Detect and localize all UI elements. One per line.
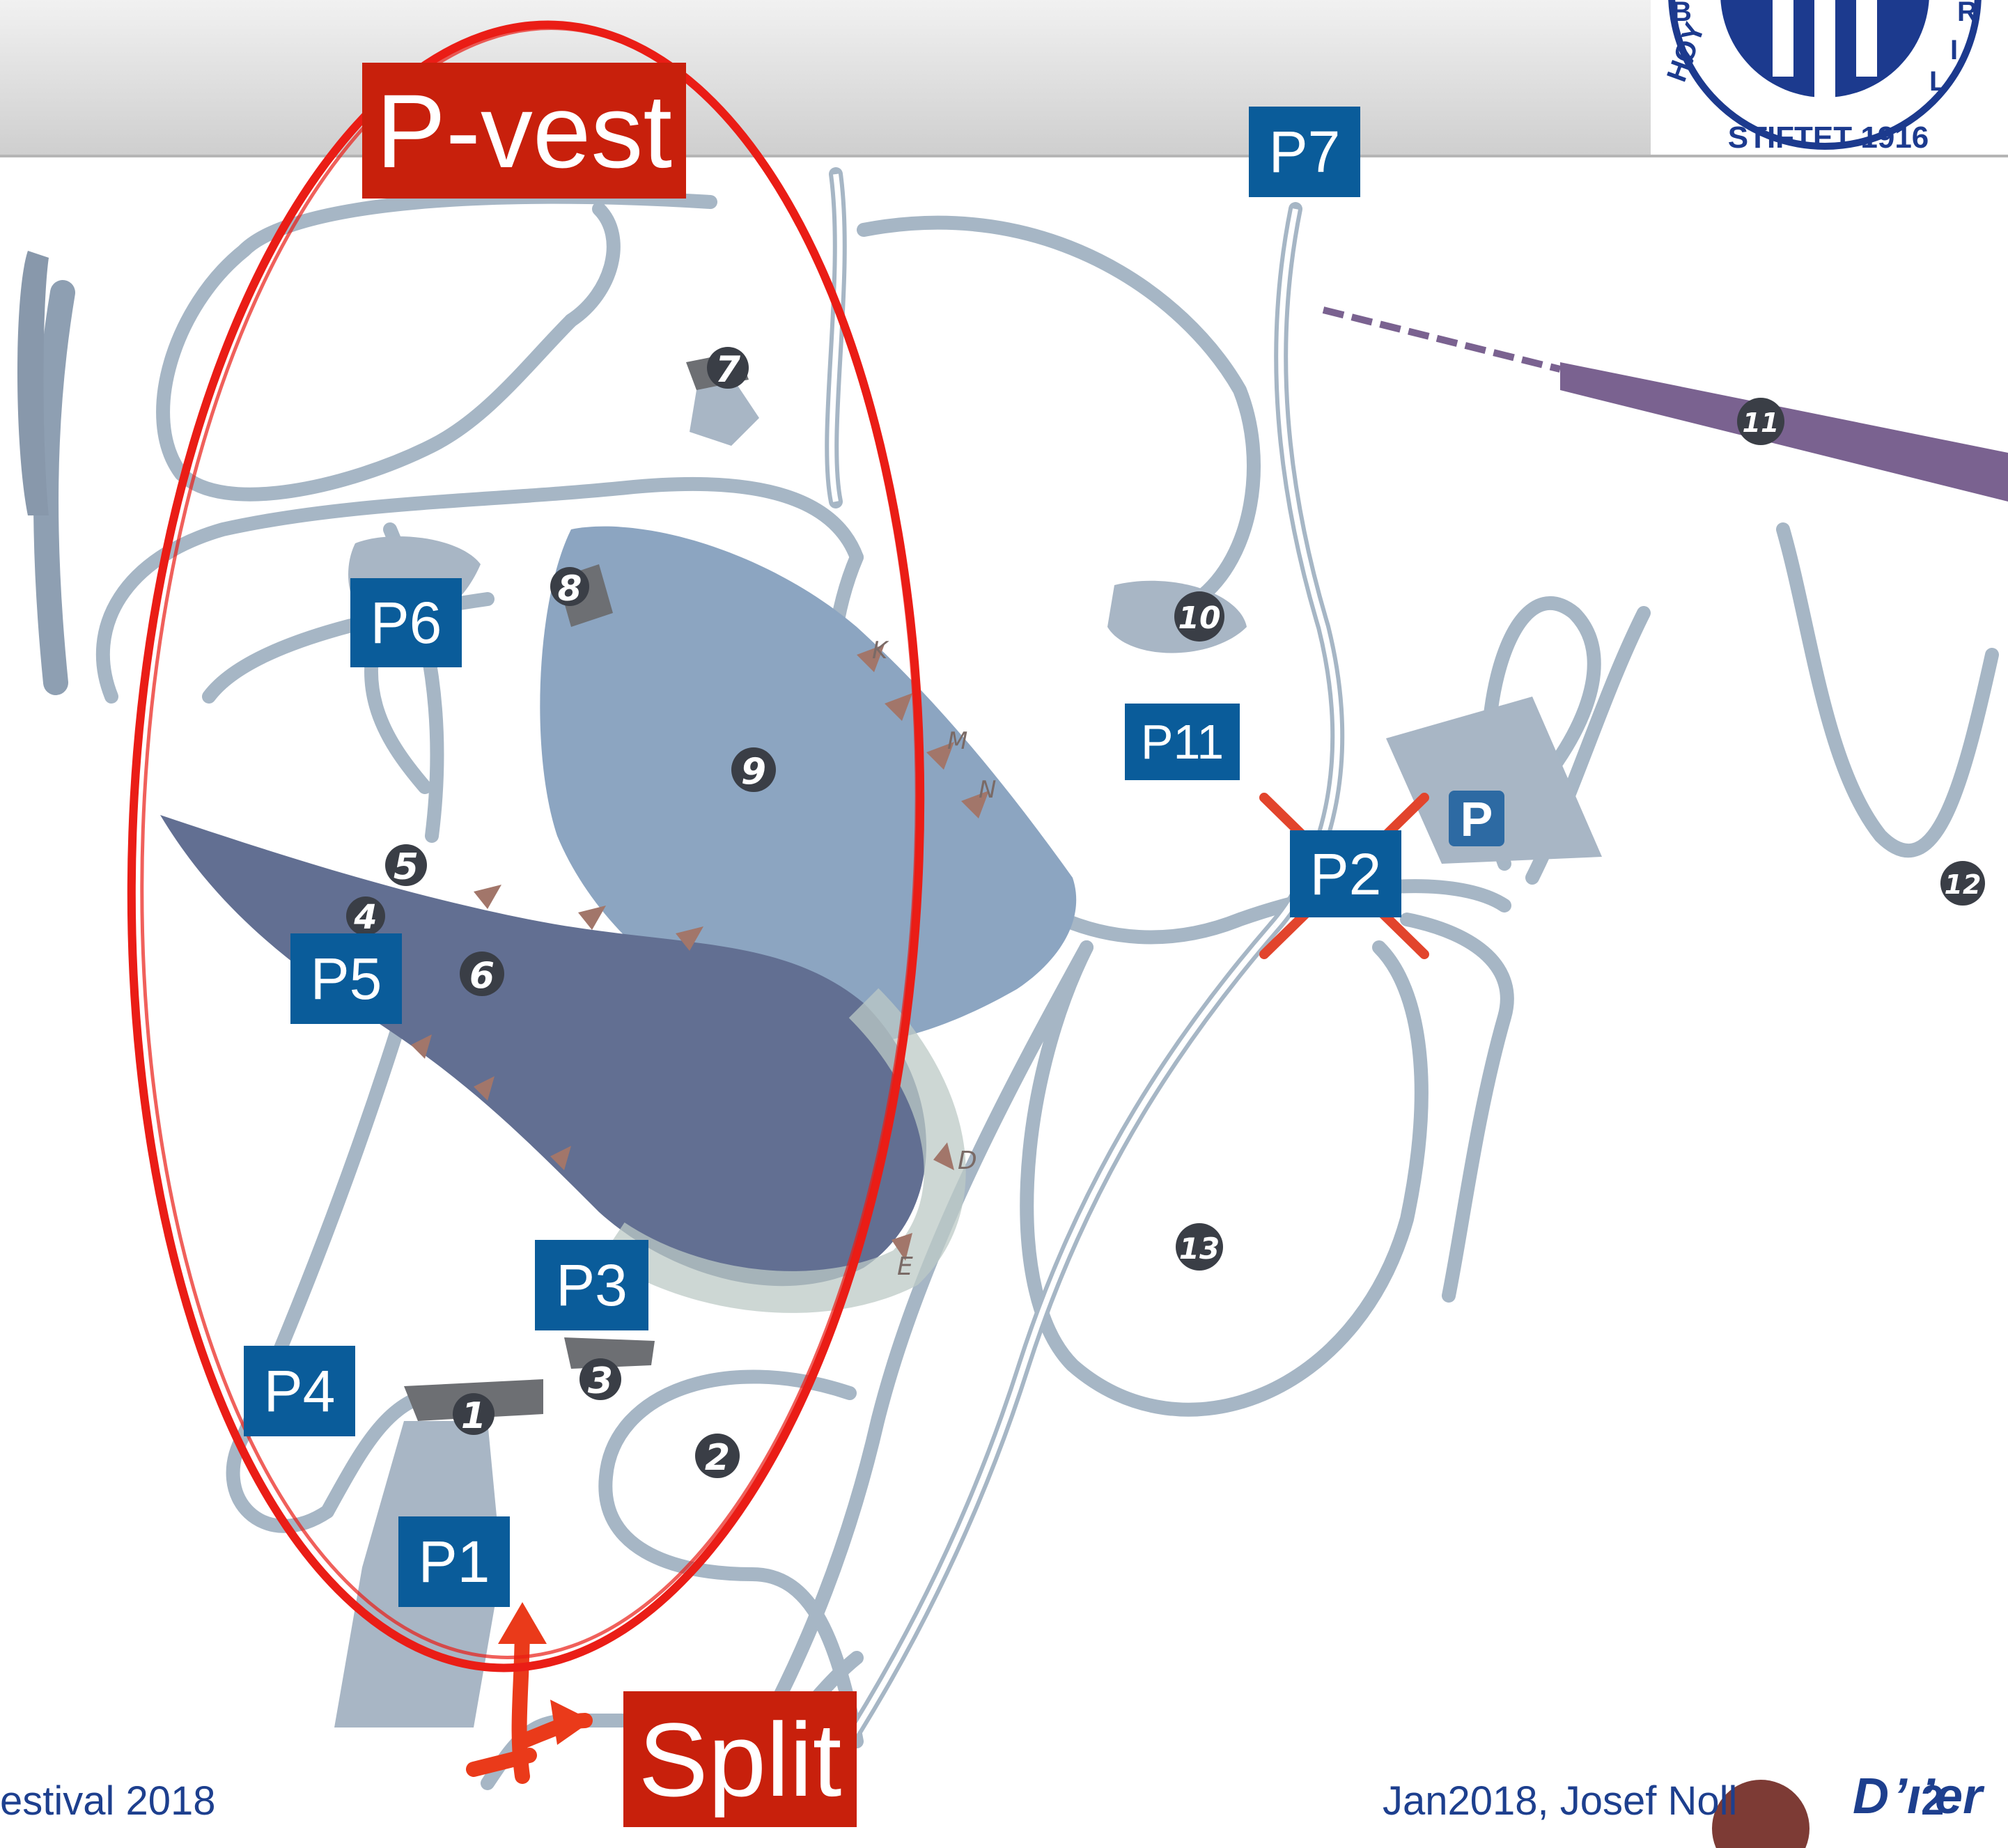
svg-text:5: 5 (394, 846, 419, 888)
marker-1: 1 (453, 1393, 495, 1437)
logo-fragment-2: B (1672, 0, 1692, 27)
logo-fragment-5: L (1929, 66, 1946, 97)
svg-text:8: 8 (558, 568, 582, 609)
svg-text:11: 11 (1743, 407, 1780, 438)
marker-11: 11 (1737, 398, 1784, 445)
parking-sign: P (1449, 791, 1504, 846)
route-letters: K M N D E (872, 637, 996, 1281)
logo-text: STIFTET 1916 (1728, 121, 1929, 155)
split-callout: Split (623, 1691, 857, 1827)
marker-9: 9 (731, 747, 776, 793)
marker-12: 12 (1940, 861, 1985, 906)
letter-n: N (979, 776, 996, 804)
parking-label-p2: P2 (1290, 830, 1401, 917)
parking-label-p7: P7 (1249, 107, 1360, 197)
letter-e: E (897, 1252, 913, 1281)
logo-fragment-3: R (1957, 0, 1977, 27)
marker-7: 7 (707, 347, 749, 391)
logo: STIFTET 1916 HØY B R I L (1651, 0, 2008, 155)
marker-10: 10 (1174, 591, 1224, 642)
map-markers: 1 2 3 4 5 6 7 8 9 10 11 12 13 (346, 347, 1985, 1479)
marker-2: 2 (695, 1434, 740, 1479)
footer-avatar (1712, 1780, 1809, 1848)
svg-text:6: 6 (469, 955, 495, 997)
marker-6: 6 (460, 952, 504, 997)
svg-text:3: 3 (588, 1360, 613, 1402)
marker-5: 5 (385, 844, 427, 888)
parking-label-p1: P1 (398, 1516, 510, 1607)
footer-partial-logo: D ’ı’er (1853, 1769, 1983, 1824)
letter-m: M (947, 727, 967, 755)
svg-text:13: 13 (1179, 1232, 1220, 1266)
svg-text:2: 2 (705, 1437, 730, 1479)
p-vest-outline-echo (140, 26, 919, 1659)
page-number: 2 (1921, 1777, 1945, 1824)
parking-label-p5: P5 (290, 933, 402, 1024)
split-arrows (466, 1602, 593, 1784)
marker-13: 13 (1176, 1223, 1223, 1271)
marker-3: 3 (579, 1358, 621, 1402)
letter-k: K (872, 637, 889, 665)
parking-sign-letter: P (1461, 792, 1493, 846)
svg-text:1: 1 (461, 1395, 486, 1437)
parking-label-p6: P6 (350, 578, 462, 667)
svg-text:9: 9 (741, 751, 766, 793)
marker-4: 4 (346, 896, 385, 937)
letter-d: D (958, 1147, 977, 1175)
svg-text:4: 4 (353, 898, 377, 937)
marker-8: 8 (550, 567, 589, 609)
footer-right-text: Jan2018, Josef Noll (1383, 1778, 1738, 1824)
tramline (1322, 306, 2008, 502)
route-arrows (411, 644, 989, 1261)
footer-left-text: estival 2018 (0, 1778, 216, 1824)
svg-text:7: 7 (715, 349, 741, 391)
parking-label-p11: P11 (1125, 704, 1240, 780)
p-vest-outline (127, 20, 925, 1672)
svg-text:12: 12 (1945, 869, 1982, 900)
parking-label-p4: P4 (244, 1346, 355, 1436)
p-vest-callout: P-vest (362, 63, 686, 199)
logo-fragment-4: I (1950, 35, 1958, 65)
svg-text:10: 10 (1178, 600, 1220, 636)
lakes (17, 251, 1077, 1313)
parking-label-p3: P3 (535, 1240, 648, 1330)
